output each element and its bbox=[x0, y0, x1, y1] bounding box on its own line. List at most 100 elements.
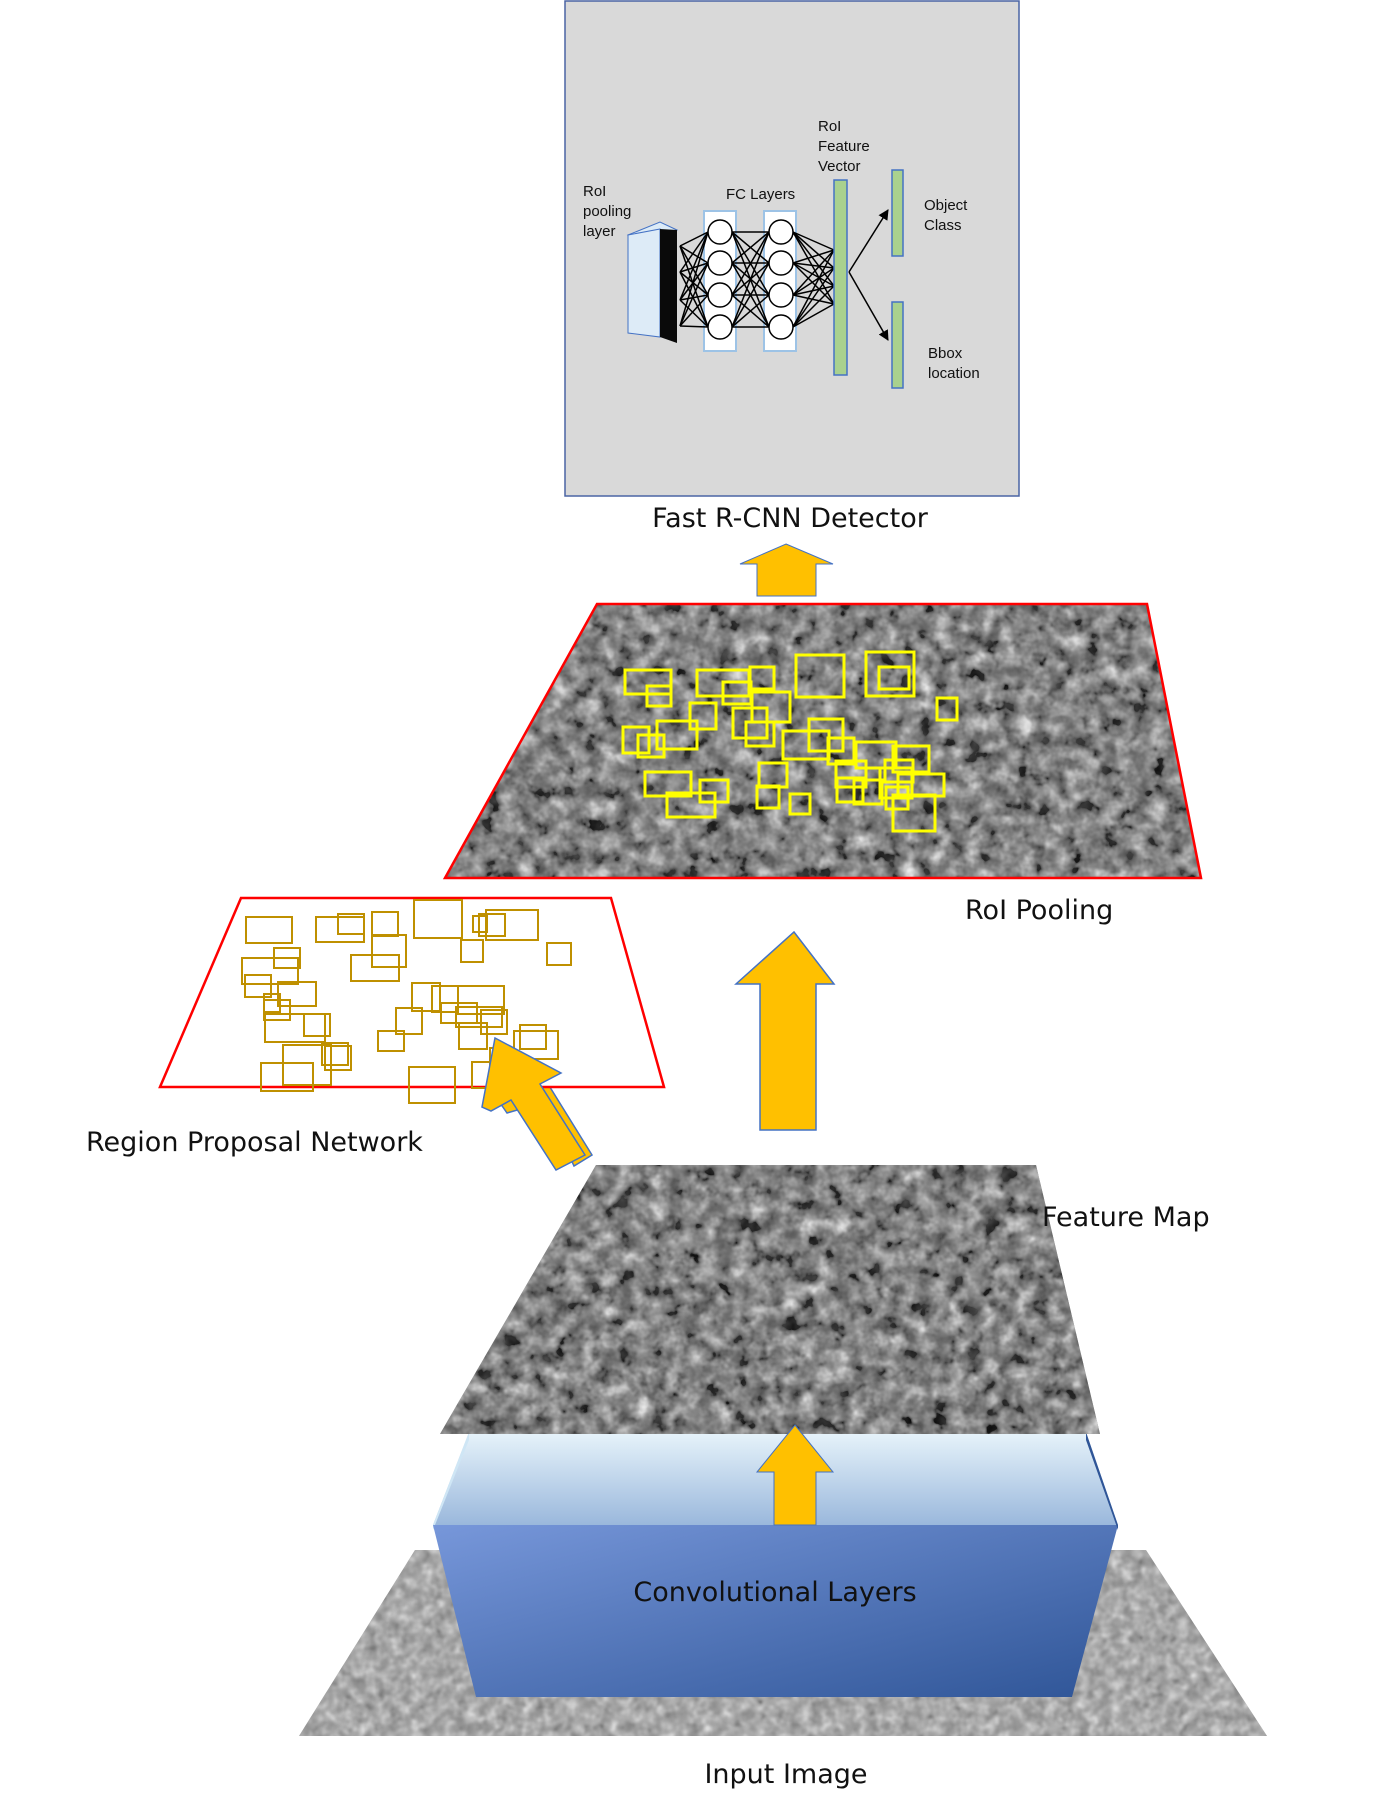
fc-connection bbox=[679, 231, 709, 301]
roi-box bbox=[688, 701, 718, 731]
up-arrow-icon bbox=[739, 543, 834, 597]
rpn-proposal-box bbox=[485, 909, 539, 941]
fc-connection bbox=[731, 262, 770, 328]
roi-pooling-label: RoI Pooling bbox=[965, 895, 1113, 926]
fc-neuron bbox=[768, 250, 794, 276]
rpn-proposal-box bbox=[546, 942, 572, 966]
bbox-location-bar bbox=[891, 301, 904, 389]
roi-box bbox=[794, 653, 846, 699]
fc-connection bbox=[731, 231, 770, 328]
rpn-proposal-box bbox=[377, 1030, 405, 1052]
rpn-label: Region Proposal Network bbox=[86, 1127, 423, 1158]
fc-neuron bbox=[707, 219, 733, 245]
roi-box bbox=[807, 717, 845, 753]
roi-box bbox=[826, 736, 856, 766]
fc-connection bbox=[731, 231, 770, 264]
fc-connection bbox=[792, 262, 835, 287]
fc-connection bbox=[679, 231, 709, 247]
fc-connection bbox=[792, 267, 835, 328]
rpn-proposal-box bbox=[458, 1022, 488, 1050]
roi-box bbox=[935, 696, 959, 722]
roi-box bbox=[877, 665, 911, 691]
roi-box bbox=[621, 725, 651, 755]
rpn-proposal-box bbox=[245, 916, 293, 944]
roi-pool-layer-label: RoI pooling layer bbox=[583, 183, 636, 240]
roi-box bbox=[852, 778, 884, 806]
roi-box bbox=[645, 684, 673, 708]
object-class-bar bbox=[891, 169, 904, 257]
feature-map-label: Feature Map bbox=[1042, 1202, 1210, 1233]
fc-connection bbox=[679, 231, 709, 327]
roi-box bbox=[748, 665, 776, 691]
roi-pooling-plane bbox=[442, 602, 1203, 880]
rpn-proposal-box bbox=[478, 913, 506, 937]
rpn-proposal-box bbox=[324, 1045, 352, 1071]
roi-box bbox=[665, 791, 717, 819]
rpn-proposal-box bbox=[519, 1024, 547, 1050]
roi-box bbox=[834, 759, 868, 789]
rpn-proposal-box bbox=[337, 913, 365, 935]
fc-connection bbox=[792, 249, 835, 296]
conv-layers-front bbox=[433, 1525, 1118, 1697]
rpn-proposal-box bbox=[321, 1042, 349, 1066]
bbox-arrow bbox=[848, 271, 889, 341]
roi-box bbox=[788, 792, 812, 816]
rpn-proposal-box bbox=[263, 999, 291, 1021]
fc-connection bbox=[792, 285, 835, 328]
roi-pooling-layer-block bbox=[626, 221, 679, 343]
fc-connection bbox=[792, 249, 835, 328]
fc-neuron bbox=[768, 314, 794, 340]
fc-connection bbox=[679, 231, 709, 273]
rpn-proposal-box bbox=[264, 1013, 326, 1043]
fc-neuron bbox=[768, 282, 794, 308]
rpn-proposal-box bbox=[455, 1006, 503, 1028]
fc-connection bbox=[792, 262, 835, 269]
roi-box bbox=[755, 784, 781, 810]
rpn-proposal-boxes bbox=[241, 899, 572, 1104]
input-image-label: Input Image bbox=[704, 1759, 867, 1790]
fc-connection bbox=[679, 262, 709, 327]
roi-box bbox=[878, 766, 914, 800]
fc-layers-label: FC Layers bbox=[726, 186, 795, 203]
fc-connection bbox=[792, 285, 835, 296]
rpn-proposal-box bbox=[460, 939, 484, 963]
fc-connection bbox=[679, 325, 709, 328]
fc-neuron bbox=[707, 250, 733, 276]
fc-layers bbox=[679, 210, 835, 352]
fc-connection bbox=[792, 294, 835, 305]
fc-connection bbox=[679, 245, 709, 264]
fc-connection bbox=[679, 294, 709, 301]
rpn-proposal-box bbox=[350, 954, 400, 982]
roi-box bbox=[835, 776, 865, 804]
fc-connection bbox=[679, 271, 709, 328]
fc-connection bbox=[792, 303, 835, 328]
fc-connection bbox=[679, 271, 709, 296]
fc-connection bbox=[679, 299, 709, 328]
up-arrow-icon bbox=[734, 930, 836, 1131]
conv-layers-label: Convolutional Layers bbox=[633, 1577, 916, 1608]
conv-layers-left-side bbox=[433, 1432, 469, 1530]
rpn-proposal-box bbox=[277, 981, 317, 1007]
fc-connection bbox=[679, 245, 709, 328]
fc-connection bbox=[679, 294, 709, 327]
fc-neuron bbox=[707, 282, 733, 308]
rpn-proposal-box bbox=[244, 974, 272, 998]
roi-box bbox=[744, 720, 776, 748]
fc-neuron bbox=[768, 219, 794, 245]
up-arrow-icon bbox=[755, 1424, 835, 1526]
object-class-label: Object Class bbox=[924, 197, 972, 234]
rpn-proposal-box bbox=[411, 982, 441, 1012]
rpn-proposal-box bbox=[371, 934, 407, 968]
roi-feature-vector-label: RoI Feature Vector bbox=[818, 118, 874, 175]
roi-boxes bbox=[621, 650, 959, 833]
roi-box bbox=[864, 650, 916, 698]
rpn-proposal-box bbox=[282, 1044, 332, 1086]
roi-feature-vector-bar bbox=[833, 179, 848, 376]
fc-connection bbox=[792, 267, 835, 296]
fast-rcnn-label: Fast R-CNN Detector bbox=[652, 503, 929, 534]
roi-box bbox=[636, 733, 666, 759]
fc-connection bbox=[792, 262, 835, 305]
fc-connection bbox=[731, 294, 770, 328]
rpn-proposal-box bbox=[395, 1007, 423, 1035]
